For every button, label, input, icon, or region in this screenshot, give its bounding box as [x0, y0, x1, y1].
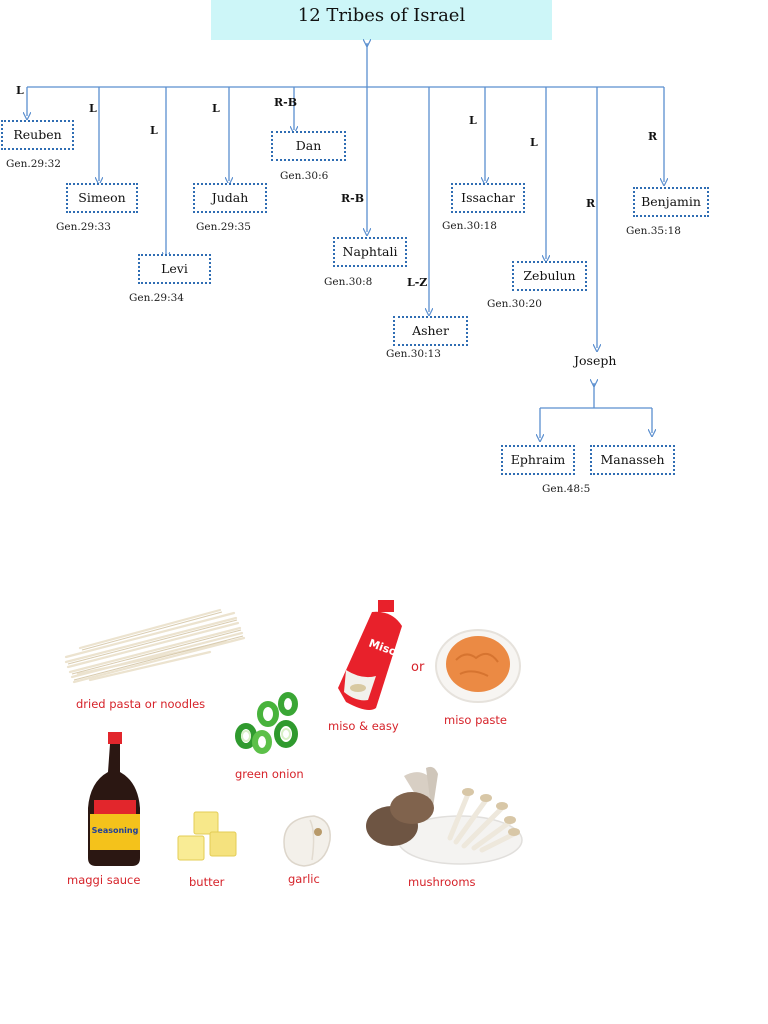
edge-label-dan: R-B: [274, 96, 298, 109]
maggi-label-text: Seasoning: [92, 826, 139, 835]
title-box: 12 Tribes of Israel: [211, 0, 552, 40]
ref-benjamin: Gen.35:18: [626, 225, 681, 237]
caption-noodles: dried pasta or noodles: [76, 697, 206, 711]
caption-maggi: maggi sauce: [67, 873, 141, 887]
tribe-node-manasseh: Manasseh: [590, 445, 675, 475]
edge-label-judah: L: [212, 102, 220, 115]
miso-paste-image: [435, 629, 521, 703]
ref-joseph-sons: Gen.48:5: [542, 483, 591, 495]
tribe-node-simeon: Simeon: [66, 183, 138, 213]
tribe-node-joseph: Joseph: [574, 353, 617, 368]
miso-easy-bottle-image: Miso & Easy: [338, 600, 412, 710]
tribe-node-dan: Dan: [271, 131, 346, 161]
ref-reuben: Gen.29:32: [6, 158, 61, 170]
ref-levi: Gen.29:34: [129, 292, 184, 304]
edge-label-benjamin: R: [648, 130, 658, 143]
butter-image: [177, 811, 237, 861]
ref-issachar: Gen.30:18: [442, 220, 497, 232]
edge-label-levi: L: [150, 124, 158, 137]
green-onion-image: [235, 692, 298, 754]
edge-label-simeon: L: [89, 102, 97, 115]
caption-butter: butter: [189, 875, 225, 889]
tribe-node-asher: Asher: [393, 316, 468, 346]
tribe-node-judah: Judah: [193, 183, 267, 213]
garlic-image: [283, 815, 331, 867]
tribe-node-benjamin: Benjamin: [633, 187, 709, 217]
caption-green-onion: green onion: [235, 767, 304, 781]
ref-dan: Gen.30:6: [280, 170, 329, 182]
edge-label-asher: L-Z: [407, 276, 428, 289]
maggi-bottle-image: Seasoning: [88, 732, 140, 866]
ref-naphtali: Gen.30:8: [324, 276, 373, 288]
ref-asher: Gen.30:13: [386, 348, 441, 360]
ref-simeon: Gen.29:33: [56, 221, 111, 233]
edge-label-reuben: L: [16, 84, 24, 97]
mushrooms-image: [366, 766, 523, 865]
tribe-node-ephraim: Ephraim: [501, 445, 575, 475]
ref-zebulun: Gen.30:20: [487, 298, 542, 310]
connector-lines: [0, 0, 768, 520]
caption-or: or: [411, 660, 425, 675]
caption-mushrooms: mushrooms: [408, 875, 476, 889]
ref-judah: Gen.29:35: [196, 221, 251, 233]
edge-label-joseph: R: [586, 197, 596, 210]
edge-label-issachar: L: [469, 114, 477, 127]
tribe-node-reuben: Reuben: [1, 120, 74, 150]
noodles-image: [64, 608, 246, 684]
edge-label-naphtali: R-B: [341, 192, 365, 205]
caption-garlic: garlic: [288, 872, 320, 886]
tribe-node-levi: Levi: [138, 254, 211, 284]
edge-label-zebulun: L: [530, 136, 538, 149]
caption-miso-paste: miso paste: [444, 713, 508, 727]
caption-miso-easy: miso & easy: [328, 719, 399, 733]
tribe-node-issachar: Issachar: [451, 183, 525, 213]
diagram-title: 12 Tribes of Israel: [297, 5, 466, 26]
tribe-node-naphtali: Naphtali: [333, 237, 407, 267]
tribe-node-zebulun: Zebulun: [512, 261, 587, 291]
